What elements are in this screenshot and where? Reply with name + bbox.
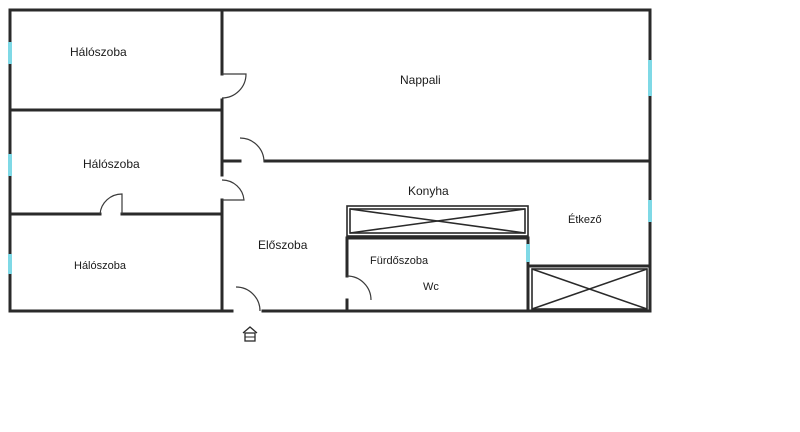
- interior-walls: [8, 8, 652, 313]
- door-living-room: [239, 137, 265, 163]
- door-bathroom: [346, 275, 372, 301]
- room-label-wc: Wc: [423, 281, 439, 293]
- door-bedroom-1: [221, 73, 247, 99]
- door-bedroom-2: [221, 179, 245, 201]
- room-label-bedroom-3: Hálószoba: [74, 260, 127, 272]
- room-label-bathroom: Fürdőszoba: [370, 255, 429, 267]
- room-label-kitchen: Konyha: [408, 184, 449, 198]
- windows: [8, 42, 652, 274]
- room-label-hallway: Előszoba: [258, 238, 308, 252]
- door-entrance: [235, 286, 261, 312]
- door-bedroom-3: [99, 193, 123, 215]
- room-label-bedroom-1: Hálószoba: [70, 45, 127, 59]
- home-icon: [242, 326, 258, 342]
- dining-cabinet: [531, 268, 648, 310]
- doors: [99, 73, 372, 312]
- room-label-dining: Étkező: [568, 213, 602, 226]
- room-label-bedroom-2: Hálószoba: [83, 157, 140, 171]
- room-label-living-room: Nappali: [400, 73, 441, 87]
- kitchen-counter: [346, 205, 529, 237]
